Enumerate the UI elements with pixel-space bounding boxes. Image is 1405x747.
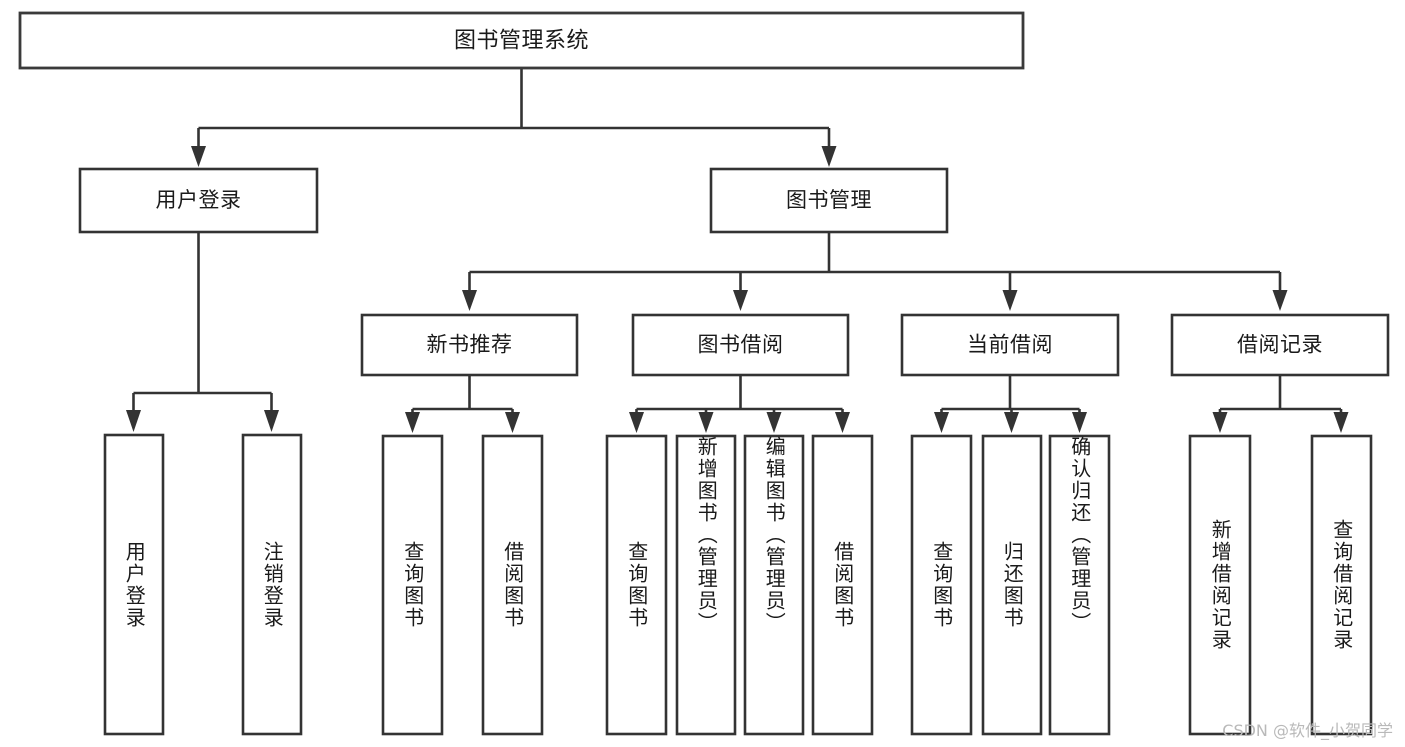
node-leaf-book-borrow-3[interactable] [811, 434, 874, 736]
node-leaf-user-login-0[interactable] [103, 433, 165, 736]
node-new-book-recommend[interactable] [360, 313, 579, 377]
arrow-head-leaf-borrow-record-1 [1333, 412, 1349, 433]
arrow-head-leaf-user-login-1 [264, 410, 279, 432]
arrow-head-book-manage [821, 146, 837, 167]
node-leaf-current-borrow-2[interactable] [1048, 434, 1111, 736]
node-leaf-current-borrow-1[interactable] [981, 434, 1043, 736]
arrow-head-leaf-book-borrow-1 [698, 412, 714, 433]
arrow-head-borrow-record [1272, 290, 1288, 311]
arrow-head-leaf-book-borrow-2 [766, 412, 782, 433]
arrow-head-leaf-current-borrow-2 [1072, 412, 1087, 433]
arrow-head-leaf-book-borrow-0 [629, 412, 644, 433]
node-leaf-borrow-record-1[interactable] [1310, 434, 1373, 736]
node-leaf-book-borrow-2[interactable] [743, 434, 805, 736]
node-leaf-new-book-0[interactable] [381, 434, 444, 736]
arrow-head-leaf-current-borrow-1 [1004, 412, 1019, 433]
node-leaf-new-book-1[interactable] [481, 434, 544, 736]
node-user-login[interactable] [78, 167, 319, 234]
arrow-head-user-login [191, 146, 206, 167]
arrow-head-leaf-new-book-0 [405, 412, 420, 433]
node-borrow-record-label: 借阅记录 [1237, 333, 1323, 357]
arrow-head-new-book-recommend [462, 290, 477, 311]
node-root-book-management-system[interactable] [18, 11, 1025, 70]
arrow-head-leaf-user-login-0 [126, 410, 141, 432]
node-leaf-user-login-1[interactable] [241, 433, 303, 736]
node-current-borrow[interactable] [900, 313, 1120, 377]
csdn-watermark: CSDN @软件_小贺同学 [1222, 721, 1393, 740]
node-borrow-record[interactable] [1170, 313, 1390, 377]
node-book-borrow[interactable] [631, 313, 850, 377]
node-book-management-label: 图书管理 [786, 188, 872, 212]
node-leaf-current-borrow-0[interactable] [910, 434, 973, 736]
node-leaf-book-borrow-1[interactable] [675, 434, 737, 736]
node-book-management[interactable] [709, 167, 949, 234]
arrow-head-leaf-borrow-record-0 [1212, 412, 1228, 433]
arrow-head-book-borrow [733, 290, 748, 311]
node-new-book-recommend-label: 新书推荐 [427, 333, 513, 357]
node-book-borrow-label: 图书借阅 [698, 333, 784, 357]
arrow-head-leaf-current-borrow-0 [934, 412, 949, 433]
node-leaf-borrow-record-0[interactable] [1188, 434, 1252, 736]
arrow-head-current-borrow [1002, 290, 1018, 311]
node-user-login-label: 用户登录 [156, 188, 242, 212]
arrow-head-leaf-new-book-1 [505, 412, 520, 433]
node-root-label: 图书管理系统 [454, 29, 589, 54]
node-current-borrow-label: 当前借阅 [967, 333, 1053, 357]
arrow-head-leaf-book-borrow-3 [835, 412, 850, 433]
node-leaf-book-borrow-0[interactable] [605, 434, 668, 736]
